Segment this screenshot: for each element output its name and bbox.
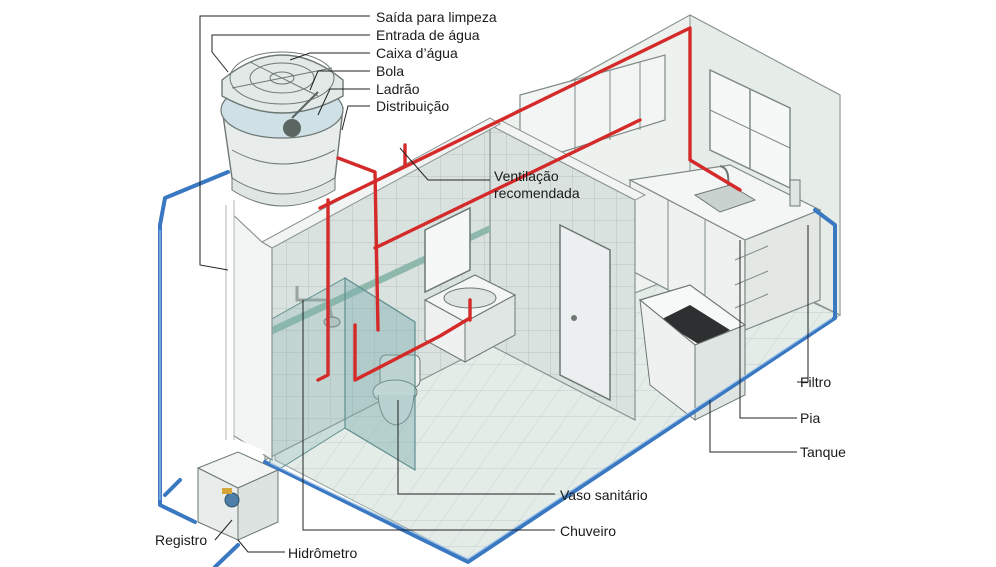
label-pia: Pia [800, 410, 821, 426]
bathroom-door [559, 223, 611, 402]
water-tank [220, 51, 344, 207]
label-vaso-sanitario: Vaso sanitário [560, 487, 648, 503]
label-ventilacao-line1: Ventilação [494, 168, 559, 184]
label-saida-limpeza: Saída para limpeza [376, 9, 497, 25]
meter-box [196, 451, 280, 541]
label-registro: Registro [155, 532, 208, 548]
label-bola: Bola [376, 63, 405, 79]
label-ladrao: Ladrão [376, 81, 420, 97]
label-entrada-agua: Entrada de água [376, 27, 480, 43]
label-chuveiro: Chuveiro [560, 523, 617, 539]
label-filtro: Filtro [800, 374, 832, 390]
drain-pipes [225, 197, 265, 455]
label-caixa-agua: Caixa d’água [376, 45, 458, 61]
bathroom-mirror [424, 206, 471, 294]
filter-unit [789, 179, 801, 207]
label-hidrometro: Hidrômetro [288, 545, 358, 561]
label-ventilacao-line2: recomendada [494, 185, 580, 201]
cold-water-pipes [158, 170, 837, 567]
label-tanque: Tanque [800, 444, 846, 460]
left-exterior-wall [227, 208, 273, 462]
kitchen-counter [628, 164, 822, 331]
distribution-pipes [316, 26, 742, 382]
laundry-tank [638, 284, 747, 422]
kitchen-window [709, 68, 791, 190]
leader-lines [199, 15, 809, 553]
label-distribuicao: Distribuição [376, 98, 450, 114]
